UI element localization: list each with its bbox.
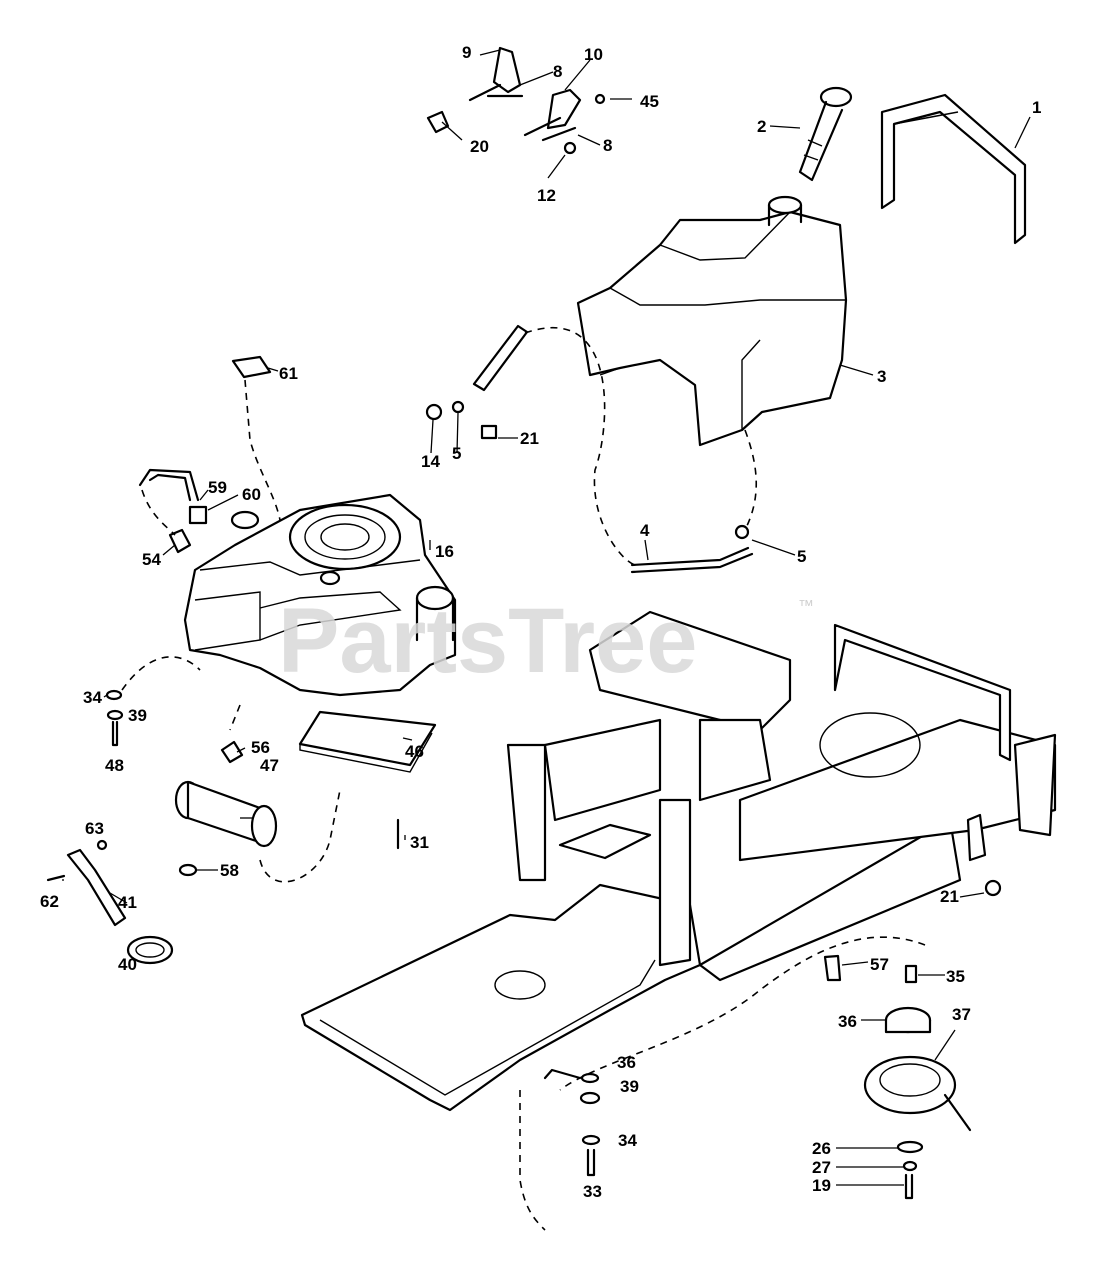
callout-47: 47 [260, 756, 279, 775]
callout-39b: 39 [620, 1077, 639, 1096]
bracket-cover-part [880, 93, 1027, 245]
callout-labels: 1 2 3 4 5 5 8 8 9 10 12 14 16 19 20 21 2… [40, 43, 1041, 1201]
fuel-tank-part [576, 195, 848, 447]
throttle-controls [426, 46, 606, 155]
callout-56: 56 [251, 738, 270, 757]
callout-14: 14 [421, 452, 440, 471]
callout-4: 4 [640, 521, 650, 540]
callout-5a: 5 [797, 547, 806, 566]
breather-hose [138, 468, 208, 554]
callout-5b: 5 [452, 444, 461, 463]
callout-62: 62 [40, 892, 59, 911]
fuel-hardware [425, 324, 757, 574]
leader-lines [62, 49, 1031, 1186]
callout-34a: 34 [83, 688, 102, 707]
callout-57: 57 [870, 955, 889, 974]
callout-21a: 21 [520, 429, 539, 448]
callout-16: 16 [435, 542, 454, 561]
muffler-part [174, 740, 278, 877]
callout-19: 19 [812, 1176, 831, 1195]
callout-40: 40 [118, 955, 137, 974]
callout-27: 27 [812, 1158, 831, 1177]
engine-part [183, 493, 457, 697]
callout-63: 63 [85, 819, 104, 838]
callout-8a: 8 [553, 62, 562, 81]
callout-2: 2 [757, 117, 766, 136]
fuel-cap-part [798, 86, 853, 182]
callout-37: 37 [952, 1005, 971, 1024]
callout-46: 46 [405, 742, 424, 761]
callout-60: 60 [242, 485, 261, 504]
watermark-trademark: ™ [798, 598, 814, 615]
callout-21b: 21 [940, 887, 959, 906]
callout-12: 12 [537, 186, 556, 205]
watermark-text: PartsTree [278, 590, 697, 692]
decal-part [231, 355, 281, 521]
callout-34b: 34 [618, 1131, 637, 1150]
callout-26: 26 [812, 1139, 831, 1158]
frame-mount-hardware [519, 1068, 601, 1231]
callout-54: 54 [142, 550, 161, 569]
callout-33: 33 [583, 1182, 602, 1201]
callout-36a: 36 [838, 1012, 857, 1031]
exhaust-clamp-part [46, 839, 174, 965]
frame-part [300, 610, 1057, 1112]
callout-59: 59 [208, 478, 227, 497]
callout-39a: 39 [128, 706, 147, 725]
callout-1: 1 [1032, 98, 1041, 117]
callout-35: 35 [946, 967, 965, 986]
callout-36b: 36 [617, 1053, 636, 1072]
heat-shield-part [229, 704, 437, 883]
callout-31: 31 [410, 833, 429, 852]
callout-48: 48 [105, 756, 124, 775]
callout-58: 58 [220, 861, 239, 880]
callout-10: 10 [584, 45, 603, 64]
callout-41: 41 [118, 893, 137, 912]
callout-61: 61 [279, 364, 298, 383]
callout-20: 20 [470, 137, 489, 156]
callout-8b: 8 [603, 136, 612, 155]
engine-mount-hardware [105, 656, 201, 747]
callout-45: 45 [640, 92, 659, 111]
callout-9: 9 [462, 43, 471, 62]
callout-3: 3 [877, 367, 886, 386]
